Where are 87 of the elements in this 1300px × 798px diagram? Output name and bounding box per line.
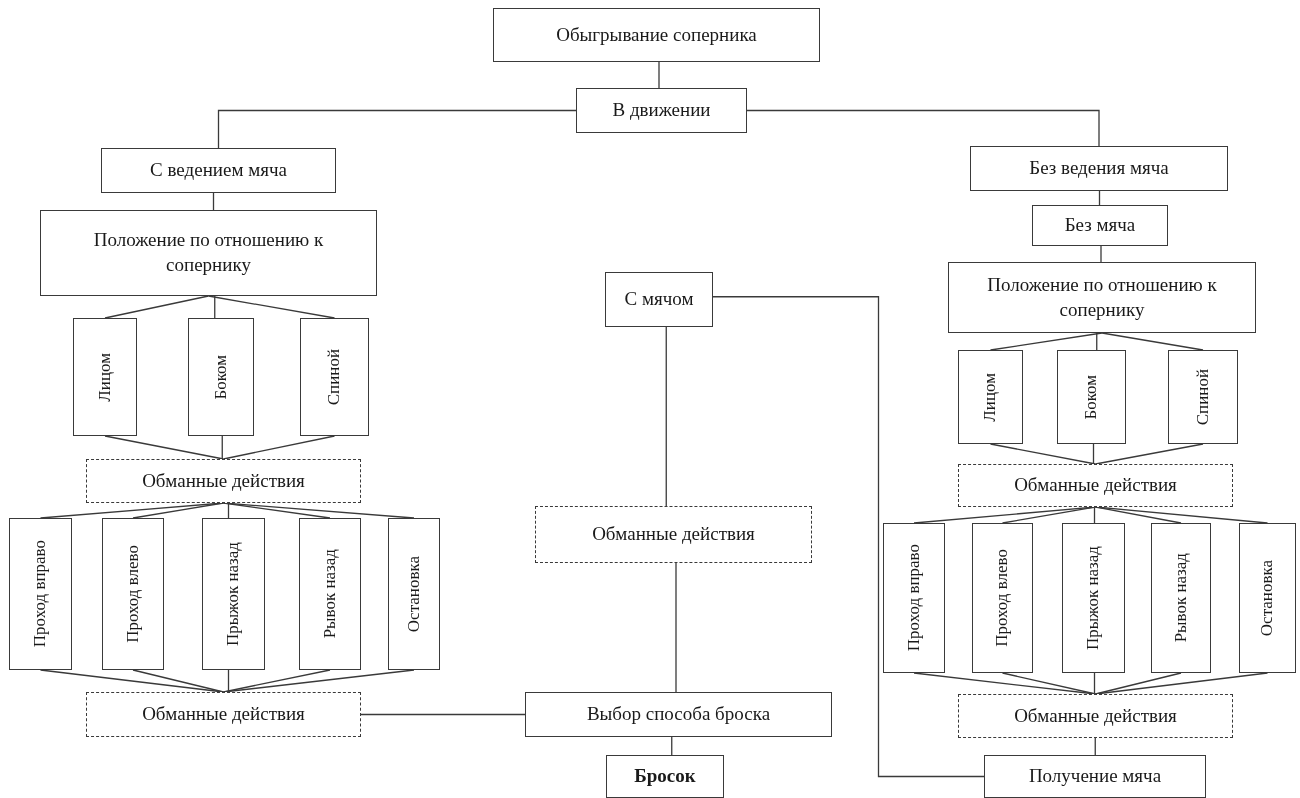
box-label: Без ведения мяча [1029,156,1169,181]
box-label: Спиной [323,348,345,406]
box-label: Прыжок назад [222,541,244,647]
box-label: Получение мяча [1028,764,1162,789]
box-label: Обманные действия [1014,473,1177,498]
connector-line [1001,672,1097,695]
box-label: Рывок назад [318,549,340,639]
process-box [948,262,1256,333]
box-label: Проход вправо [902,544,924,652]
box-label: Проход вправо [29,540,51,648]
connector-line [1100,245,1102,263]
option-box [388,518,440,670]
connector-line [132,502,225,519]
process-box [493,8,820,62]
connector-line [989,332,1103,351]
connector-line [104,295,210,319]
option-box [73,318,137,436]
box-label: С ведением мяча [150,158,287,183]
connector-line [227,669,230,693]
option-box [1168,350,1238,444]
option-box [202,518,265,670]
dashed-box [535,506,812,563]
process-box [525,692,832,737]
box-label: Остановка [402,555,424,633]
connector-line [665,326,667,507]
connector-line [217,109,577,149]
box-label: Без мяча [1064,213,1136,238]
connector-line [746,109,1100,147]
box-label: В движении [612,98,711,123]
box-label: Обыгрывание соперника [556,22,757,47]
box-label: Проход влево [991,549,1013,647]
box-label: Боком [1080,374,1102,420]
option-box [299,518,361,670]
box-label: Обманные действия [142,468,305,493]
connector-line [214,295,216,319]
box-label: Лицом [93,352,115,402]
connector-line [222,435,336,460]
dashed-box [86,459,361,503]
connector-line [675,562,677,693]
process-box [605,272,713,327]
process-box [970,146,1228,191]
option-box [1151,523,1211,673]
process-box [984,755,1206,798]
process-box [1032,205,1168,246]
process-box [606,755,724,798]
connector-line [221,435,223,460]
box-label: Рывок назад [1169,553,1191,643]
option-box [958,350,1023,444]
box-label: Проход влево [121,545,143,643]
option-box [1062,523,1125,673]
process-box [576,88,747,133]
box-label: Обманные действия [1014,703,1177,728]
connector-line [360,713,526,716]
connector-line [712,296,985,778]
box-label: С мячом [624,287,694,312]
box-label: Остановка [1256,559,1278,637]
box-label: Обманные действия [592,522,755,547]
process-box [101,148,336,193]
option-box [102,518,164,670]
dashed-box [86,692,361,737]
box-label: Бросок [634,764,696,789]
dashed-box [958,694,1233,738]
box-label: Лицом [979,372,1001,422]
connector-line [1092,443,1095,465]
box-label: Выбор способа броска [586,702,771,727]
option-box [9,518,72,670]
option-box [1057,350,1126,444]
dashed-box [958,464,1233,507]
box-label: Прыжок назад [1082,545,1104,651]
connector-line [658,61,660,89]
process-box [40,210,377,296]
connector-line [132,669,225,693]
option-box [300,318,369,436]
connector-line [1094,443,1204,465]
connector-line [207,295,336,319]
box-label: Положение по отношению к сопернику [987,273,1217,320]
option-box [883,523,945,673]
box-label: Боком [209,354,231,400]
option-box [1239,523,1296,673]
box-label: Положение по отношению к сопернику [93,229,324,275]
box-label: Спиной [1191,368,1213,426]
connector-line [104,435,225,460]
connector-line [1001,506,1097,524]
option-box [188,318,254,436]
connector-line [1093,672,1096,695]
box-label: Обманные действия [142,702,305,727]
option-box [972,523,1033,673]
